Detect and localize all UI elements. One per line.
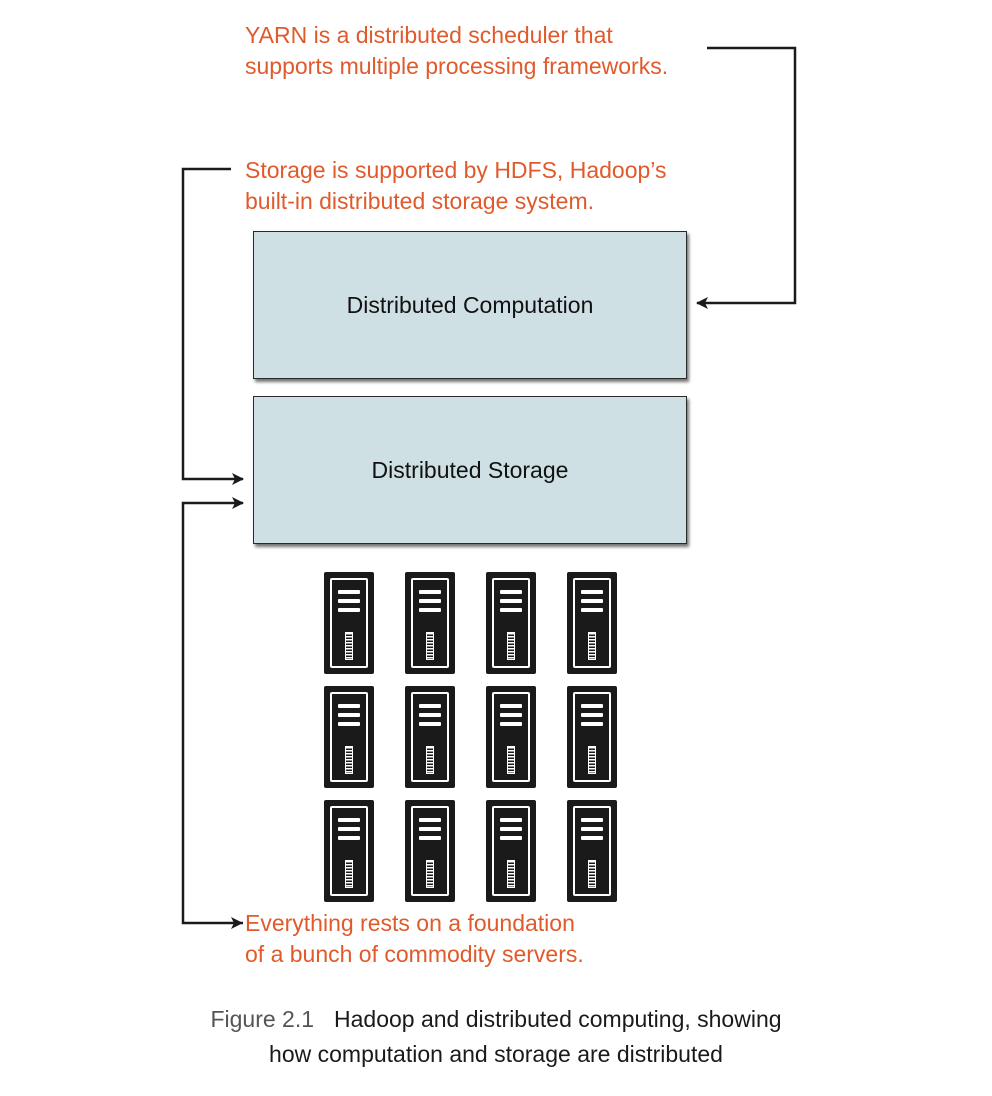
drive-bay [419, 818, 441, 822]
drive-bay [419, 722, 441, 726]
drive-bay [581, 590, 603, 594]
server-tower-icon [405, 686, 455, 788]
distributed-storage-label: Distributed Storage [371, 456, 569, 483]
server-vent [345, 632, 353, 660]
servers-annotation-line-2: of a bunch of commodity servers. [245, 941, 584, 967]
drive-bay [581, 704, 603, 708]
yarn-annotation: YARN is a distributed scheduler that sup… [245, 20, 668, 82]
servers-annotation: Everything rests on a foundation of a bu… [245, 908, 584, 970]
server-front-panel [411, 806, 449, 896]
server-tower-icon [567, 686, 617, 788]
figure-caption: Figure 2.1 Hadoop and distributed computi… [0, 1002, 992, 1072]
server-front-panel [492, 692, 530, 782]
drive-bay [500, 836, 522, 840]
server-front-panel [330, 578, 368, 668]
drive-bay [500, 599, 522, 603]
drive-bay [338, 722, 360, 726]
server-front-panel [411, 578, 449, 668]
server-tower-icon [486, 800, 536, 902]
drive-bay [500, 608, 522, 612]
server-vent [345, 746, 353, 774]
drive-bay [581, 599, 603, 603]
drive-bay [500, 590, 522, 594]
caption-line-1: Figure 2.1 Hadoop and distributed computi… [0, 1002, 992, 1037]
drive-bay [338, 704, 360, 708]
yarn-annotation-line-1: YARN is a distributed scheduler that [245, 22, 613, 48]
server-tower-icon [405, 572, 455, 674]
drive-bay [581, 722, 603, 726]
drive-bay [338, 590, 360, 594]
figure-number: Figure 2.1 [210, 1006, 315, 1032]
distributed-computation-label: Distributed Computation [346, 291, 594, 318]
server-tower-icon [405, 800, 455, 902]
server-vent [507, 632, 515, 660]
server-vent [426, 860, 434, 888]
drive-bay [419, 608, 441, 612]
drive-bay [419, 599, 441, 603]
yarn-annotation-line-2: supports multiple processing frameworks. [245, 53, 669, 79]
drive-bay [419, 590, 441, 594]
server-tower-icon [324, 686, 374, 788]
server-front-panel [411, 692, 449, 782]
drive-bay [500, 704, 522, 708]
drive-bay [338, 713, 360, 717]
server-front-panel [330, 692, 368, 782]
server-front-panel [573, 692, 611, 782]
server-tower-icon [486, 572, 536, 674]
drive-bay [338, 818, 360, 822]
server-front-panel [330, 806, 368, 896]
drive-bay [581, 827, 603, 831]
drive-bay [419, 704, 441, 708]
servers-connector-arrow-up [181, 497, 244, 925]
server-tower-icon [486, 686, 536, 788]
drive-bay [419, 827, 441, 831]
server-vent [507, 860, 515, 888]
drive-bay [581, 713, 603, 717]
servers-annotation-line-1: Everything rests on a foundation [245, 910, 575, 936]
drive-bay [581, 608, 603, 612]
server-vent [426, 632, 434, 660]
storage-connector-arrow [181, 167, 244, 485]
drive-bay [581, 836, 603, 840]
yarn-connector-arrow [696, 46, 797, 309]
server-front-panel [573, 806, 611, 896]
drive-bay [338, 599, 360, 603]
server-vent [426, 746, 434, 774]
server-tower-icon [567, 572, 617, 674]
storage-annotation-line-2: built-in distributed storage system. [245, 188, 594, 214]
server-vent [588, 860, 596, 888]
drive-bay [500, 818, 522, 822]
server-tower-icon [324, 572, 374, 674]
drive-bay [338, 608, 360, 612]
storage-annotation: Storage is supported by HDFS, Hadoop’s b… [245, 155, 666, 217]
server-vent [588, 632, 596, 660]
drive-bay [338, 836, 360, 840]
server-vent [588, 746, 596, 774]
distributed-computation-box: Distributed Computation [253, 231, 687, 379]
server-front-panel [492, 806, 530, 896]
drive-bay [500, 713, 522, 717]
server-tower-icon [567, 800, 617, 902]
drive-bay [581, 818, 603, 822]
drive-bay [419, 713, 441, 717]
servers-connector-arrow-head [231, 917, 243, 929]
drive-bay [419, 836, 441, 840]
storage-annotation-line-1: Storage is supported by HDFS, Hadoop’s [245, 157, 667, 183]
drive-bay [338, 827, 360, 831]
caption-line-1-text: Hadoop and distributed computing, showin… [334, 1006, 782, 1032]
server-vent [345, 860, 353, 888]
caption-line-2: how computation and storage are distribu… [269, 1041, 723, 1067]
drive-bay [500, 722, 522, 726]
server-tower-icon [324, 800, 374, 902]
drive-bay [500, 827, 522, 831]
server-vent [507, 746, 515, 774]
server-front-panel [492, 578, 530, 668]
server-front-panel [573, 578, 611, 668]
distributed-storage-box: Distributed Storage [253, 396, 687, 544]
